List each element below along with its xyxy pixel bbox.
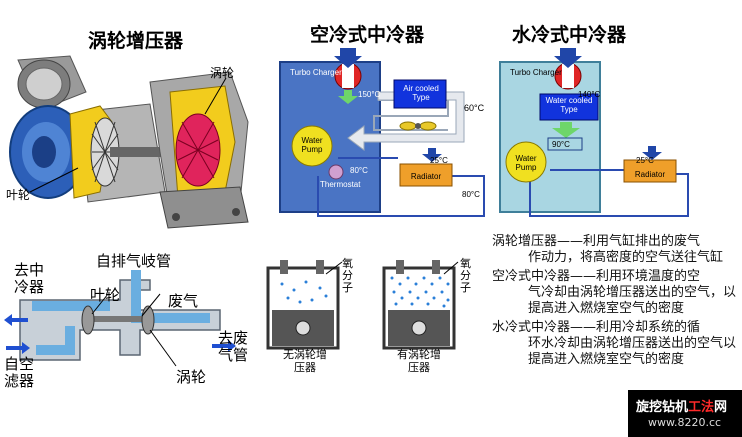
description-air-cooled: 空冷式中冷器——利用环境温度的空 气冷却由涡轮增压器送出的空气，以提高进入燃烧室…: [492, 269, 737, 316]
air-temp-right: 60°C: [464, 103, 485, 113]
turbo-title: 涡轮增压器: [88, 30, 184, 52]
air-cooled-type-label: Air cooled Type: [403, 84, 439, 102]
turbocharger-cutaway-illustration: [9, 55, 249, 229]
water-cooled-type-label: Water cooled Type: [545, 96, 593, 114]
label-impeller: 叶轮: [90, 286, 121, 304]
air-temp-bottom: 80°C: [462, 190, 480, 199]
label-to-exhaust-pipe: 去废气管: [218, 329, 249, 364]
water-temp-turbo: 140°C: [578, 90, 601, 99]
water-cooled-diagram: [499, 48, 689, 217]
left-cylinder-caption: 无涡轮增压器: [283, 348, 327, 374]
turbo-schematic: [4, 270, 236, 367]
watermark-logo: 旋挖钻机工法网 www.8220.cc: [628, 390, 742, 437]
water-turbo-charger-label: Turbo Charger: [510, 68, 562, 77]
air-cooled-diagram: [279, 48, 485, 217]
description-water-cooled: 水冷式中冷器——利用冷却系统的循 环水冷却由涡轮增压器送出的空气以提高进入燃烧室…: [492, 320, 737, 367]
air-temp-thermo: 80°C: [350, 166, 368, 175]
left-oxygen-label: 氧分子: [342, 257, 353, 294]
water-temp-box: 90°C: [552, 140, 570, 149]
air-water-pump-label: Water Pump: [301, 136, 323, 154]
descriptions: 涡轮增压器——利用气缸排出的废气 作动力，将高密度的空气送往气缸 空冷式中冷器—…: [492, 234, 736, 371]
water-cooled-title: 水冷式中冷器: [512, 24, 627, 46]
label-turbine: 涡轮: [176, 368, 207, 386]
air-cooled-title: 空冷式中冷器: [310, 24, 425, 46]
air-turbo-charger-label: Turbo Charger: [290, 68, 342, 77]
label-exhaust-manifold: 自排气岐管: [96, 252, 172, 270]
air-thermostat-label: Thermostat: [320, 180, 361, 189]
air-radiator-label: Radiator: [410, 172, 442, 181]
right-oxygen-label: 氧分子: [460, 257, 471, 294]
water-water-pump-label: Water Pump: [515, 154, 537, 172]
description-turbocharger: 涡轮增压器——利用气缸排出的废气 作动力，将高密度的空气送往气缸: [492, 234, 724, 265]
water-radiator-label: Radiator: [634, 170, 666, 179]
air-temp-radiator: 25°C: [430, 156, 448, 165]
impeller-label: 叶轮: [6, 188, 31, 202]
air-temp-turbo: 150°C: [358, 90, 381, 99]
label-from-air-filter: 自空滤器: [4, 355, 35, 390]
water-temp-radiator: 25°C: [636, 156, 654, 165]
label-exhaust-gas: 废气: [168, 292, 199, 310]
cylinder-comparison: [266, 260, 459, 350]
label-to-intercooler: 去中冷器: [14, 261, 45, 296]
turbine-label: 涡轮: [210, 66, 235, 80]
right-cylinder-caption: 有涡轮增压器: [397, 348, 441, 374]
